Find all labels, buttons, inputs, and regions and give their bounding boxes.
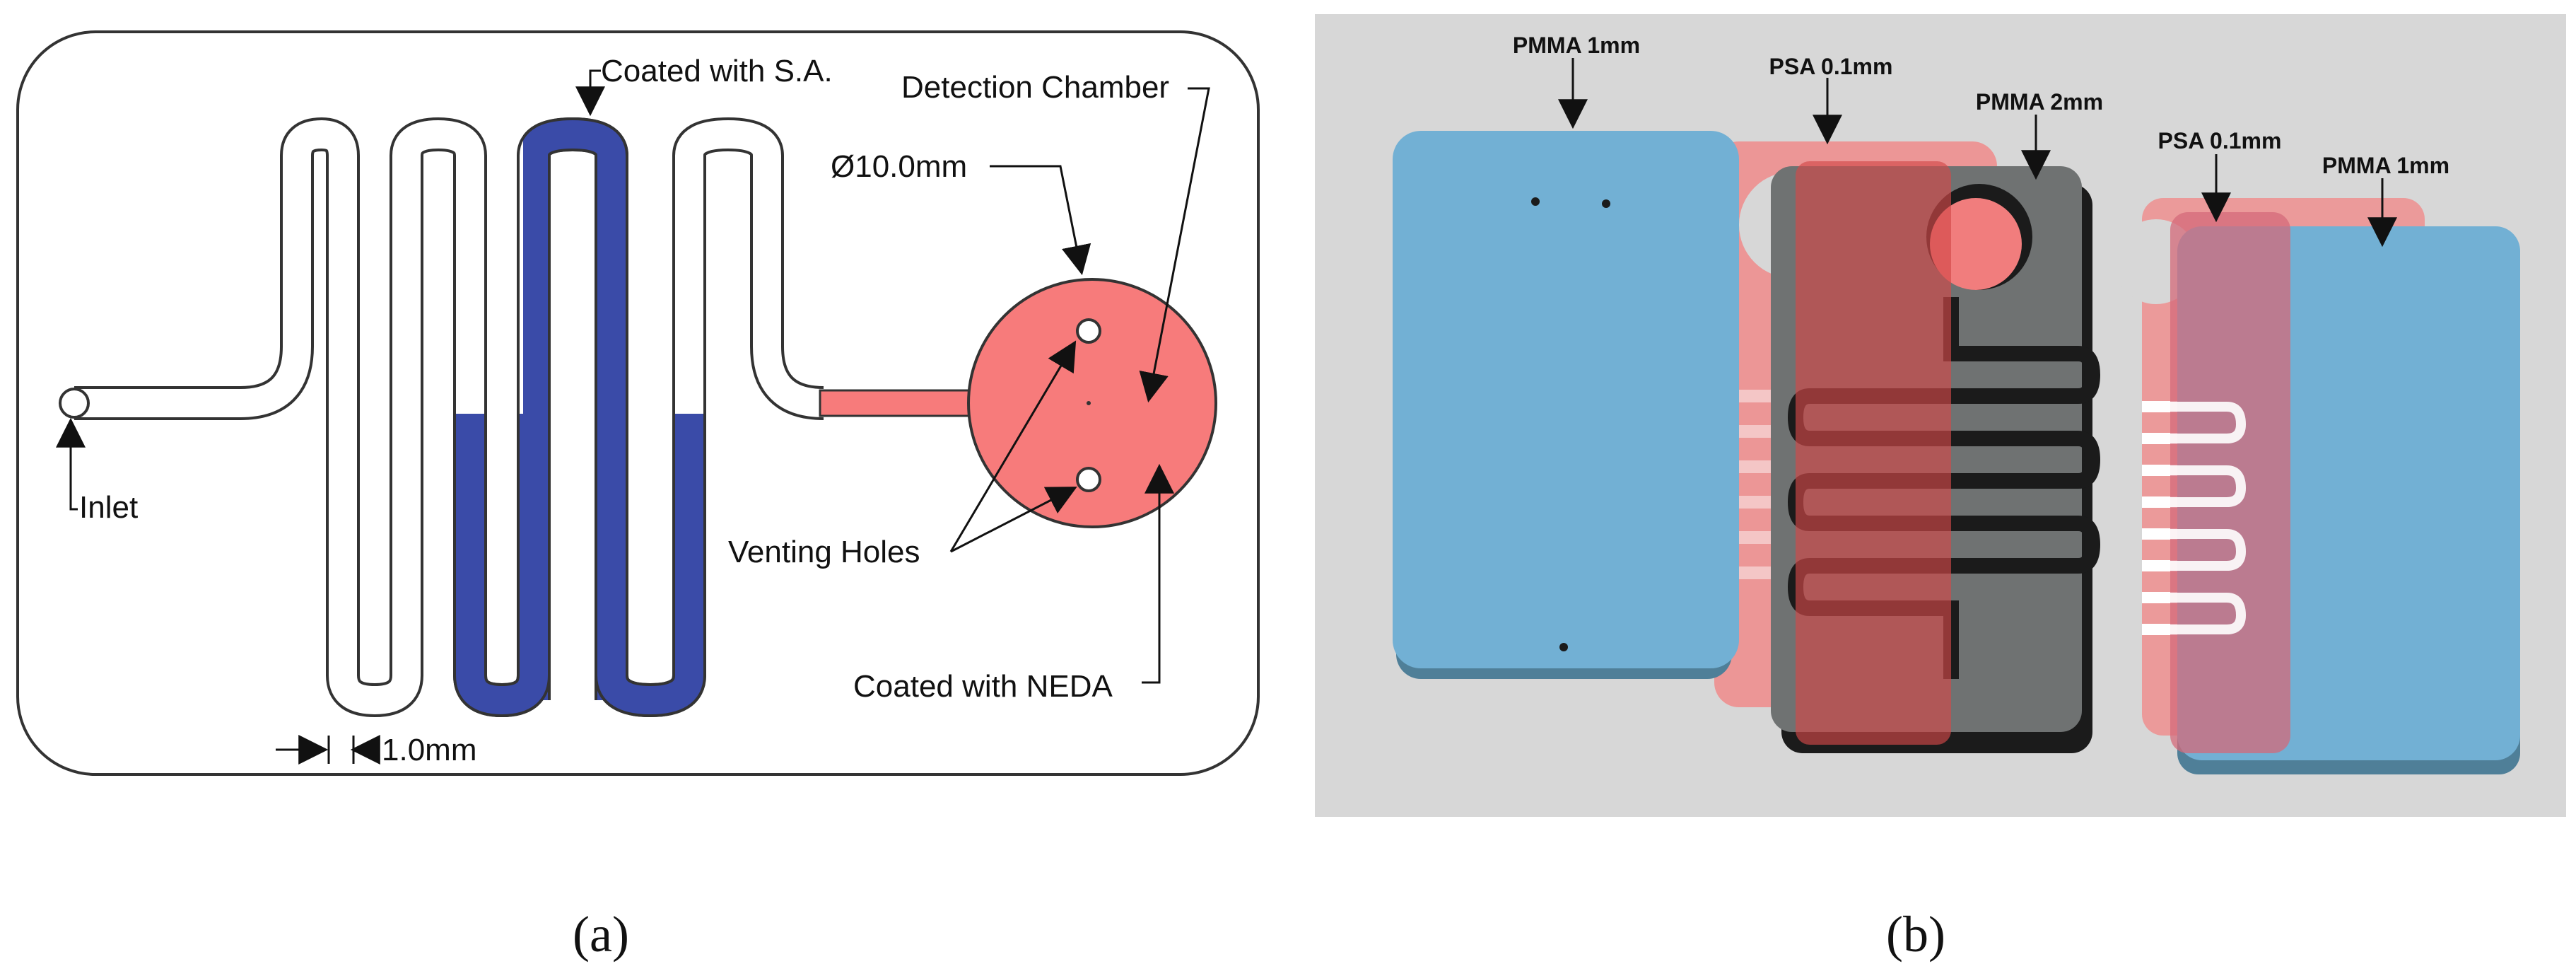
label-inlet: Inlet bbox=[79, 490, 138, 525]
sa-coated-bottom bbox=[453, 414, 706, 718]
label-width: 1.0mm bbox=[382, 733, 476, 767]
layer-label-2: PSA 0.1mm bbox=[1769, 54, 1893, 79]
layer-label-4: PSA 0.1mm bbox=[2158, 128, 2282, 153]
chamber-center-dot bbox=[1087, 401, 1091, 405]
venting-hole-bottom bbox=[1076, 467, 1101, 492]
venting-hole-top bbox=[1076, 318, 1101, 344]
annotation-lines bbox=[56, 69, 1210, 765]
caption-a: (a) bbox=[573, 906, 629, 963]
layer-pmma-1mm-left bbox=[1393, 131, 1739, 679]
caption-b: (b) bbox=[1886, 906, 1945, 963]
layer-psa-1-overlay bbox=[1796, 161, 1951, 745]
label-diameter: Ø10.0mm bbox=[831, 149, 967, 184]
panel-b: PMMA 1mm PSA 0.1mm PMMA 2mm PSA 0.1mm PM… bbox=[1315, 14, 2566, 963]
layer-label-3: PMMA 2mm bbox=[1976, 89, 2103, 115]
label-detection-chamber: Detection Chamber bbox=[901, 70, 1169, 105]
inlet-port bbox=[59, 388, 90, 419]
label-coated-sa: Coated with S.A. bbox=[601, 54, 833, 88]
label-venting-holes: Venting Holes bbox=[728, 535, 920, 569]
layer-arrows bbox=[1558, 58, 2397, 248]
chamber-connector bbox=[819, 389, 973, 417]
layer-label-1: PMMA 1mm bbox=[1513, 33, 1640, 58]
label-coated-neda: Coated with NEDA bbox=[853, 669, 1113, 704]
layer-pmma-1mm-right bbox=[2142, 212, 2520, 774]
layer-label-5: PMMA 1mm bbox=[2322, 153, 2449, 178]
sa-coated-top bbox=[523, 117, 628, 700]
panel-a: Coated with S.A. Detection Chamber Ø10.0… bbox=[16, 30, 1260, 963]
